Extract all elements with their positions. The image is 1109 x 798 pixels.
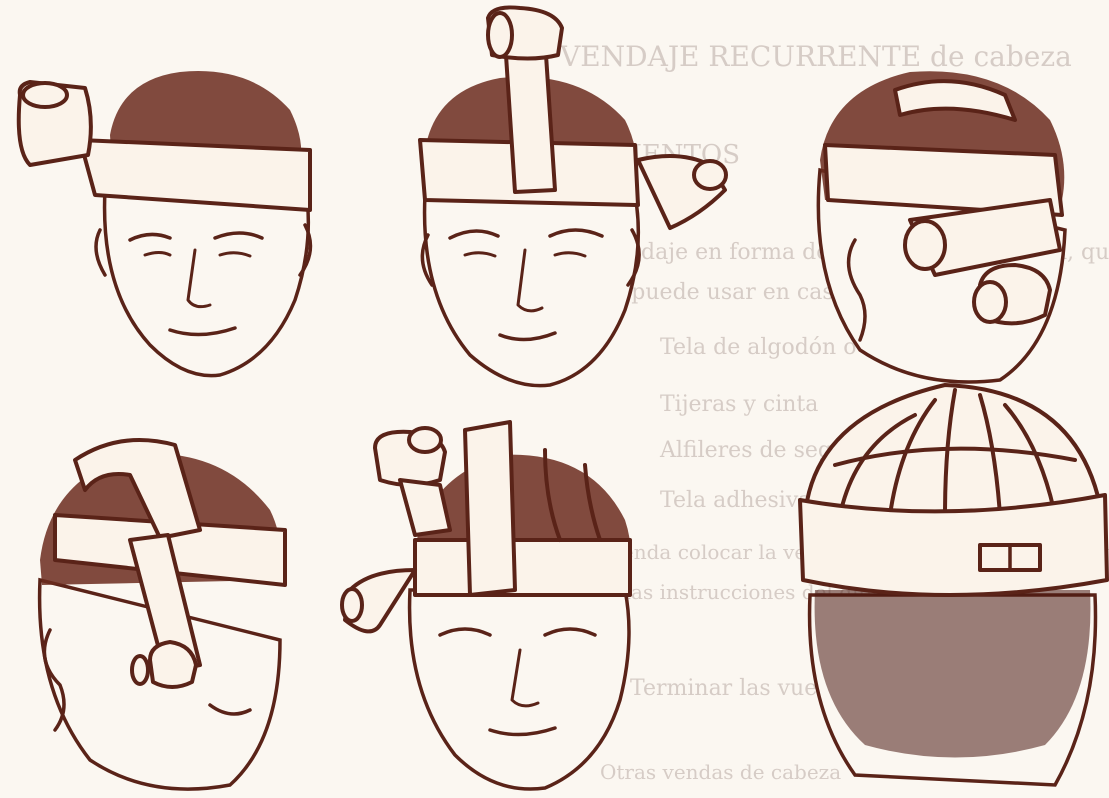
panel-step-6 [795,375,1109,798]
bg-text-line: Tela adhesiva [660,488,811,513]
bandage-band [800,495,1107,595]
panel-step-1 [0,0,360,400]
bandage-front-fold [465,422,515,595]
hair-icon [815,590,1091,758]
panel-step-2 [380,0,740,400]
panel-step-3 [800,50,1100,390]
panel-step-4 [0,420,330,798]
panel-step-5 [330,410,650,798]
bandage-band [415,540,630,595]
bandage-vertical-pass [505,40,555,192]
bandage-roll-icon [150,642,196,687]
